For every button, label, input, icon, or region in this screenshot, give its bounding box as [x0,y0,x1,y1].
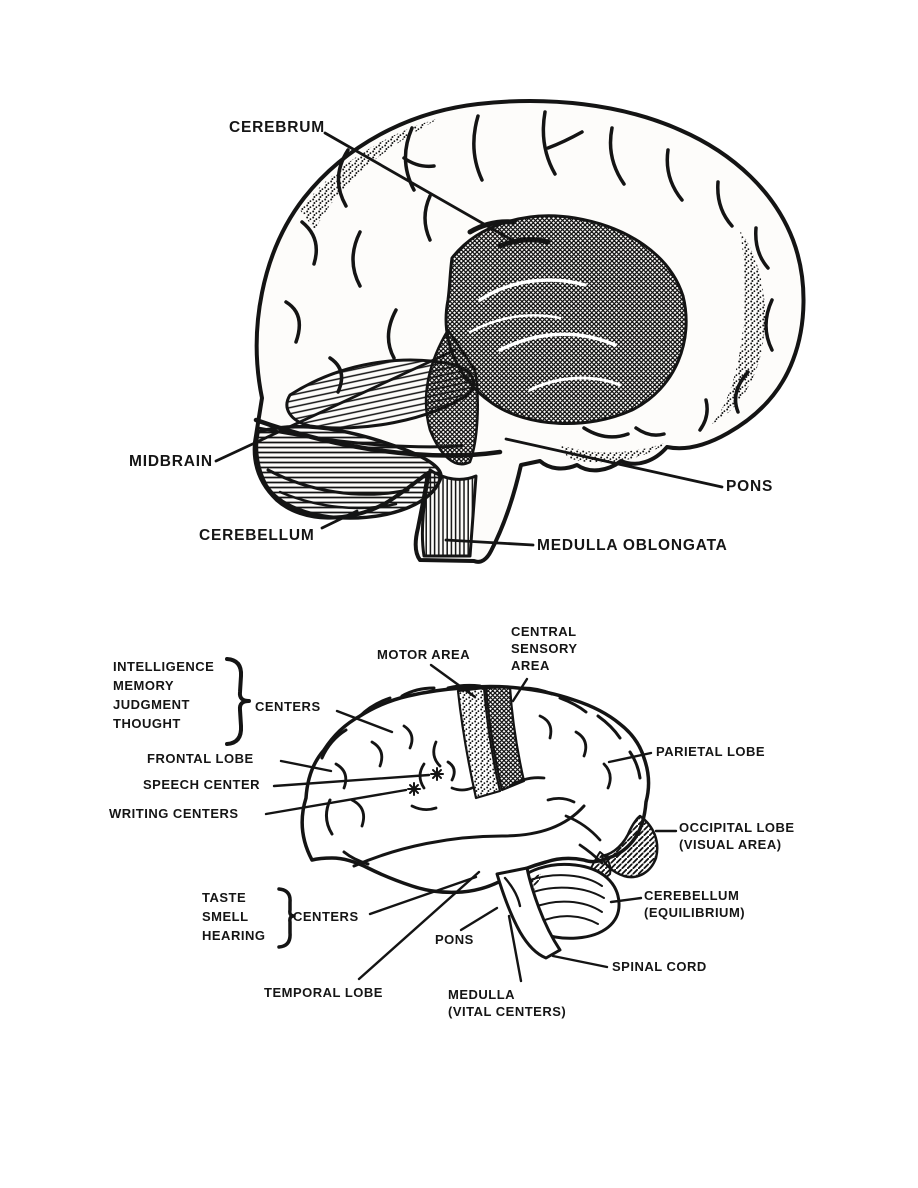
label-cerebellum-bottom: CEREBELLUM [644,888,740,903]
leader-temporal-lobe [357,870,481,981]
label-temporal-lobe: TEMPORAL LOBE [264,985,383,1000]
label-cerebellum-group: CEREBELLUM (EQUILIBRIUM) [644,887,745,921]
label-visual-area: (VISUAL AREA) [679,837,782,852]
label-vital-centers: (VITAL CENTERS) [448,1004,567,1019]
label-central-sensory-area: CENTRAL SENSORY AREA [511,623,578,674]
label-cerebrum: CEREBRUM [229,119,325,136]
motor-area-region [456,686,502,800]
label-midbrain: MIDBRAIN [129,453,213,470]
top-leader-lines [214,131,724,547]
label-hearing: HEARING [202,928,266,943]
label-centers-top: CENTERS [255,699,321,714]
label-writing-centers: WRITING CENTERS [109,806,239,821]
label-spinal-cord: SPINAL CORD [612,959,707,974]
leader-medulla-oblongata [444,538,535,547]
bracket-taste-group [277,887,296,949]
label-motor-area: MOTOR AREA [377,647,471,662]
label-smell: SMELL [202,909,249,924]
bottom-leader-lines [264,663,678,983]
leader-pons-bottom [459,906,499,932]
leader-cerebellum-eq [609,896,643,904]
label-parietal-lobe: PARIETAL LOBE [656,744,766,759]
label-central: CENTRAL [511,624,577,639]
label-medulla-oblongata: MEDULLA OBLONGATA [537,537,728,554]
label-centers-bottom: CENTERS [293,909,359,924]
label-thought: THOUGHT [113,716,181,731]
label-judgment: JUDGMENT [113,697,190,712]
label-speech-center: SPEECH CENTER [143,777,261,792]
speech-center-mark [430,767,444,781]
label-equilibrium: (EQUILIBRIUM) [644,905,746,920]
label-taste: TASTE [202,890,247,905]
leader-motor-area [429,663,477,699]
label-pons-top: PONS [726,478,774,495]
writing-centers-mark [407,782,421,796]
label-taste-group: TASTE SMELL HEARING [202,888,265,945]
leader-spinal-cord [551,954,609,969]
leader-centers-top [335,709,394,734]
label-medulla: MEDULLA [448,987,516,1002]
label-frontal-lobe: FRONTAL LOBE [147,751,254,766]
label-intelligence-group: INTELLIGENCE MEMORY JUDGMENT THOUGHT [113,657,214,733]
bottom-brain-figure [225,657,678,983]
leader-speech-center [272,773,431,788]
leader-pons [504,437,724,489]
leader-cerebrum [323,131,519,245]
label-pons-bottom: PONS [435,932,474,947]
bracket-intelligence-group [225,657,251,746]
label-intelligence: INTELLIGENCE [113,659,215,674]
leader-parietal-lobe [607,751,653,764]
label-occipital-lobe: OCCIPITAL LOBE [679,820,795,835]
label-memory: MEMORY [113,678,175,693]
label-cerebellum-top: CEREBELLUM [199,527,315,544]
leader-centers-bottom [368,875,478,916]
label-occipital-lobe-group: OCCIPITAL LOBE (VISUAL AREA) [679,819,795,853]
leader-writing-centers [264,788,408,816]
label-sensory: SENSORY [511,641,578,656]
label-area: AREA [511,658,550,673]
leader-cerebellum [320,509,359,530]
leader-midbrain [214,348,457,463]
leader-central-sensory-area [511,677,529,703]
leader-frontal-lobe [279,759,333,773]
label-medulla-group: MEDULLA (VITAL CENTERS) [448,986,566,1020]
leader-medulla-bottom [507,914,523,983]
top-brain-figure [214,99,806,564]
